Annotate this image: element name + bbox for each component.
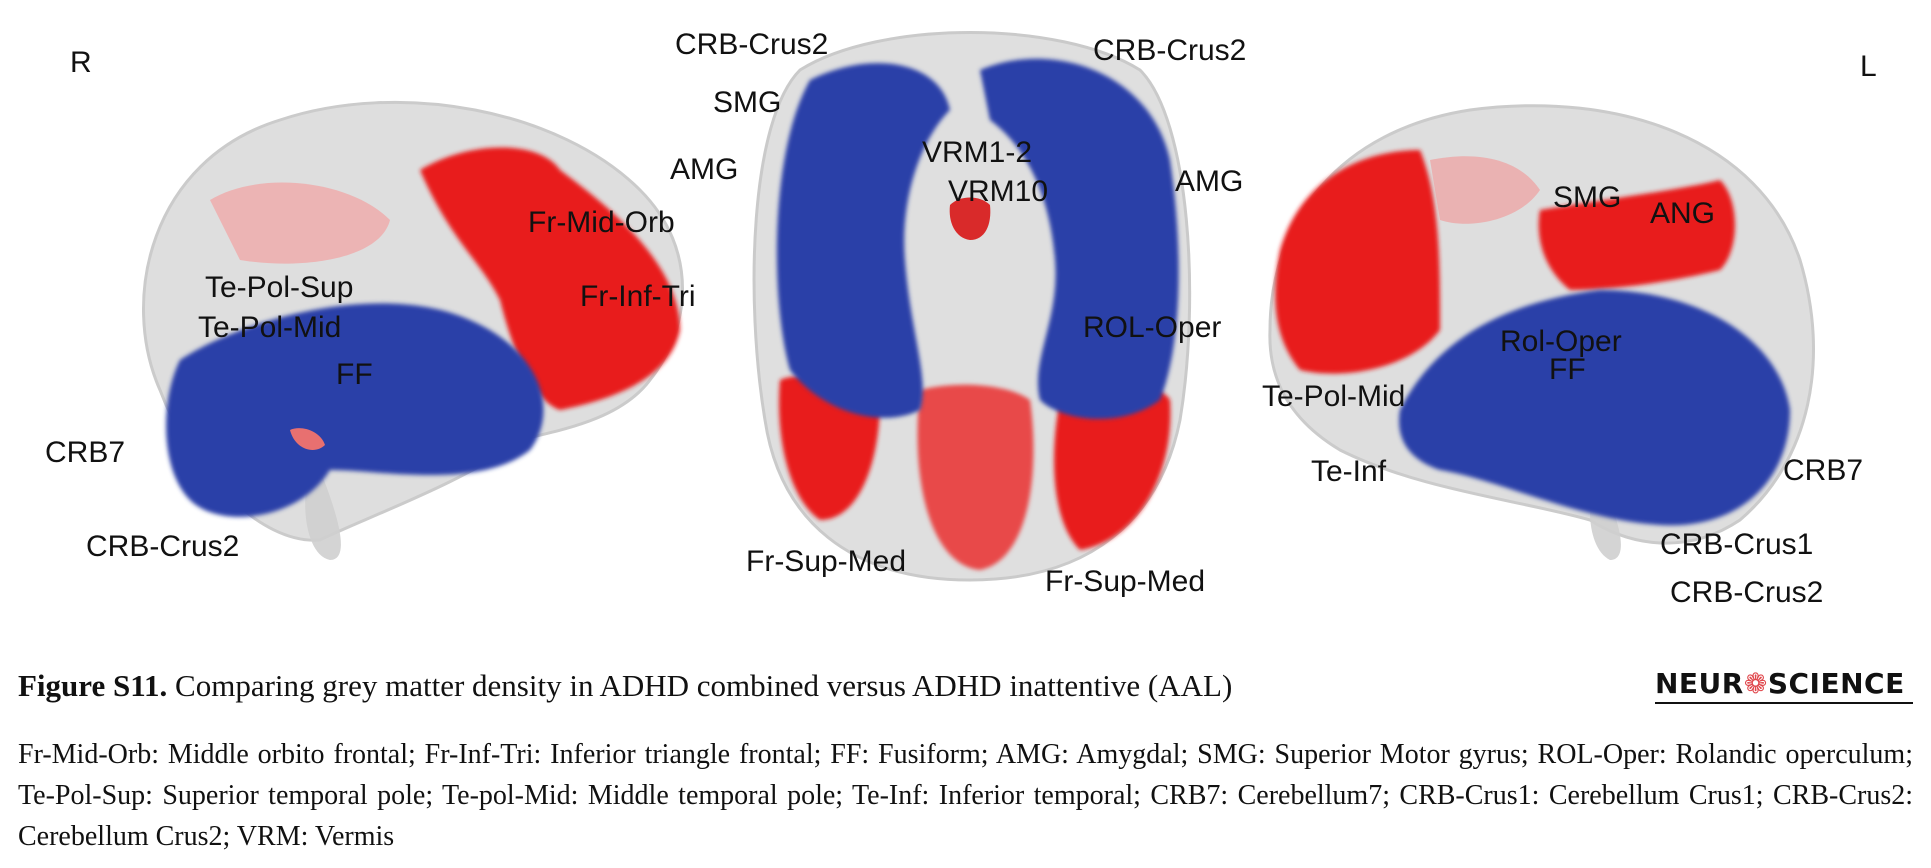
abbreviation-legend: Fr-Mid-Orb: Middle orbito frontal; Fr-In… xyxy=(18,739,1913,852)
label-l-te-inf: Te-Inf xyxy=(1311,455,1387,488)
label-c-crb-crus2-right: CRB-Crus2 xyxy=(1093,34,1247,67)
region-red-faint-left xyxy=(1430,156,1540,224)
label-l-ang: ANG xyxy=(1650,197,1716,230)
region-red-vermis-axial xyxy=(949,197,991,240)
region-blue-temporal-left xyxy=(1399,290,1790,526)
label-c-amg-right: AMG xyxy=(1175,165,1244,198)
label-c-amg-left: AMG xyxy=(670,153,739,186)
logo-mark-icon: ❁ xyxy=(1743,667,1768,700)
label-l-smg: SMG xyxy=(1553,181,1622,214)
label-r-te-pol-mid: Te-Pol-Mid xyxy=(198,311,342,344)
label-c-fr-sup-med-left: Fr-Sup-Med xyxy=(746,545,907,578)
label-r-crb-crus2: CRB-Crus2 xyxy=(86,530,240,563)
region-red-medial-axial xyxy=(917,384,1034,570)
label-r-crb7: CRB7 xyxy=(45,436,126,469)
label-l-rol-oper: Rol-Oper xyxy=(1500,325,1622,358)
region-blue-right-axial xyxy=(980,58,1179,419)
brain-figure: R L Fr-Mid-Orb Fr-Inf-Tri Te-Pol-Sup Te-… xyxy=(45,28,1877,609)
label-l-ff: FF xyxy=(1549,353,1586,386)
label-l-te-pol-mid: Te-Pol-Mid xyxy=(1262,380,1406,413)
label-c-vrm10: VRM10 xyxy=(948,175,1049,208)
label-l-crb-crus1: CRB-Crus1 xyxy=(1660,528,1814,561)
label-l-crb7: CRB7 xyxy=(1783,454,1864,487)
figure-title: Comparing grey matter density in ADHD co… xyxy=(175,668,1233,703)
label-c-vrm1-2: VRM1-2 xyxy=(922,136,1033,169)
region-red-faint-right xyxy=(210,182,390,264)
label-r-fr-inf-tri: Fr-Inf-Tri xyxy=(580,280,696,313)
region-red-small-right xyxy=(290,428,325,450)
orientation-label-left: L xyxy=(1860,50,1877,83)
label-c-fr-sup-med-right: Fr-Sup-Med xyxy=(1045,565,1206,598)
journal-logo: NEUR❁SCIENCE xyxy=(1655,667,1913,705)
orientation-label-right: R xyxy=(70,46,92,79)
label-c-smg: SMG xyxy=(713,86,782,119)
region-red-frontal-right-axial xyxy=(1054,385,1171,550)
label-c-rol-oper: ROL-Oper xyxy=(1083,311,1222,344)
region-blue-temporal-right xyxy=(166,303,544,517)
logo-suffix: SCIENCE xyxy=(1767,667,1905,700)
label-r-te-pol-sup: Te-Pol-Sup xyxy=(205,271,354,304)
logo-prefix: NEUR xyxy=(1655,667,1744,700)
label-r-ff: FF xyxy=(336,358,373,391)
figure-id: Figure S11. xyxy=(18,668,168,703)
region-blue-left-axial xyxy=(776,63,950,418)
brainstem-right xyxy=(305,470,341,560)
region-red-frontal-right xyxy=(420,147,680,410)
region-red-frontal-left xyxy=(1275,150,1440,374)
label-c-crb-crus2-left: CRB-Crus2 xyxy=(675,28,829,61)
axial-view xyxy=(752,31,1192,582)
brain-renderings xyxy=(142,31,1815,582)
label-l-crb-crus2: CRB-Crus2 xyxy=(1670,576,1824,609)
figure-caption: Figure S11. Comparing grey matter densit… xyxy=(18,668,1638,704)
left-sagittal-view xyxy=(1268,104,1815,560)
label-r-fr-mid-orb: Fr-Mid-Orb xyxy=(528,206,675,239)
region-red-parietal-left xyxy=(1538,180,1735,290)
right-sagittal-view xyxy=(142,100,684,560)
